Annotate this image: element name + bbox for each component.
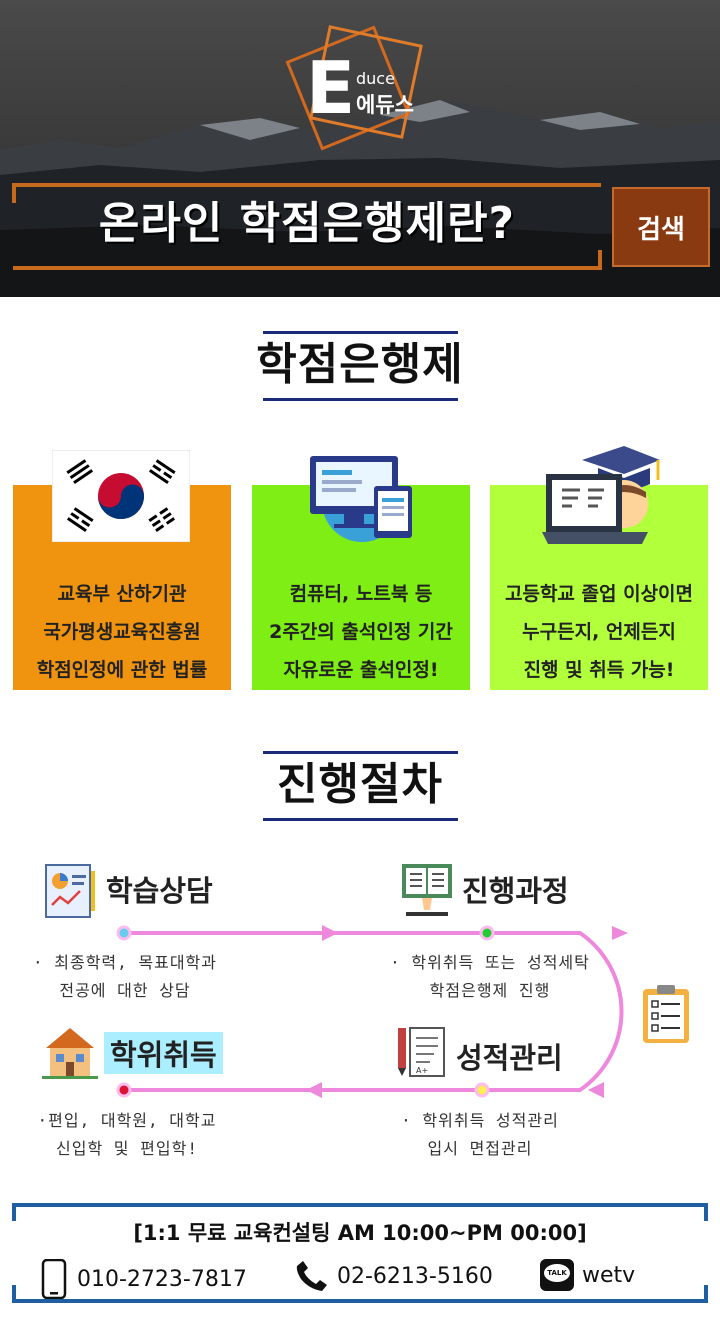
house-icon <box>42 1028 98 1079</box>
svg-text:A+: A+ <box>416 1066 428 1075</box>
info-card-eligibility: 고등학교 졸업 이상이면 누구든지, 언제든지 진행 및 취득 가능! <box>490 485 708 690</box>
educe-logo[interactable]: E duce 에듀스 <box>285 22 430 152</box>
logo-sub: duce <box>356 69 395 88</box>
phone-contact[interactable]: 02-6213-5160 <box>295 1259 493 1293</box>
card-text: 교육부 산하기관 국가평생교육진흥원 학점인정에 관한 법률 <box>36 583 208 681</box>
section-heading-process: 진행절차 <box>0 751 720 821</box>
korean-flag-icon <box>52 450 190 542</box>
hero-title: 온라인 학점은행제란? <box>98 198 516 249</box>
mountain-background <box>0 0 720 297</box>
step-title-grades: 성적관리 <box>456 1041 563 1075</box>
phone-icon <box>296 1261 327 1291</box>
consult-hours: [1:1 무료 교육컨설팅 AM 10:00~PM 00:00] <box>133 1221 587 1245</box>
kakao-contact[interactable]: TALK wetv <box>540 1259 635 1291</box>
search-button[interactable]: 검색 <box>612 187 710 267</box>
step-desc-consult: · 최종학력, 목표대학과 전공에 대한 상담 <box>32 953 217 1000</box>
logo-name: 에듀스 <box>356 93 414 117</box>
hero-title-box: 온라인 학점은행제란? <box>12 183 602 270</box>
logo-letter: E <box>306 46 356 130</box>
checklist-clipboard-icon <box>643 985 689 1043</box>
step-desc-degree: ·편입, 대학원, 대학교 신입학 및 편입학! <box>37 1111 217 1158</box>
step-desc-progress: · 학위취득 또는 성적세탁 학점은행제 진행 <box>390 953 590 1000</box>
report-icon <box>45 864 95 918</box>
info-card-ministry: 교육부 산하기관 국가평생교육진흥원 학점인정에 관한 법률 <box>13 485 231 690</box>
graduate-laptop-icon <box>542 446 660 544</box>
smartphone-icon <box>41 1259 67 1299</box>
card-text: 컴퓨터, 노트북 등 2주간의 출석인정 기간 자유로운 출석인정! <box>269 583 453 681</box>
phone-number: 02-6213-5160 <box>337 1263 493 1289</box>
pen-document-icon: A+ <box>398 1027 445 1077</box>
kakao-talk-icon: TALK <box>540 1259 574 1291</box>
card-text: 고등학교 졸업 이상이면 누구든지, 언제든지 진행 및 취득 가능! <box>504 583 694 681</box>
section-title: 진행절차 <box>277 759 443 810</box>
section-heading-credit-bank: 학점은행제 <box>0 331 720 401</box>
hero-banner: E duce 에듀스 온라인 학점은행제란? 검색 <box>0 0 720 297</box>
step-title-degree: 학위취득 <box>104 1032 223 1074</box>
kakao-id: wetv <box>582 1262 636 1288</box>
mobile-contact[interactable]: 010-2723-7817 <box>41 1259 247 1299</box>
computer-notebook-icon <box>310 456 412 542</box>
contact-footer: [1:1 무료 교육컨설팅 AM 10:00~PM 00:00] 010-272… <box>12 1203 708 1303</box>
step-desc-grades: · 학위취득 성적관리 입시 면접관리 <box>401 1111 559 1158</box>
book-reading-icon <box>402 864 452 916</box>
section-title: 학점은행제 <box>256 339 464 390</box>
mobile-number: 010-2723-7817 <box>77 1266 247 1292</box>
process-path <box>116 925 628 1098</box>
step-title-progress: 진행과정 <box>462 874 569 908</box>
step-title-consult: 학습상담 <box>106 874 213 908</box>
